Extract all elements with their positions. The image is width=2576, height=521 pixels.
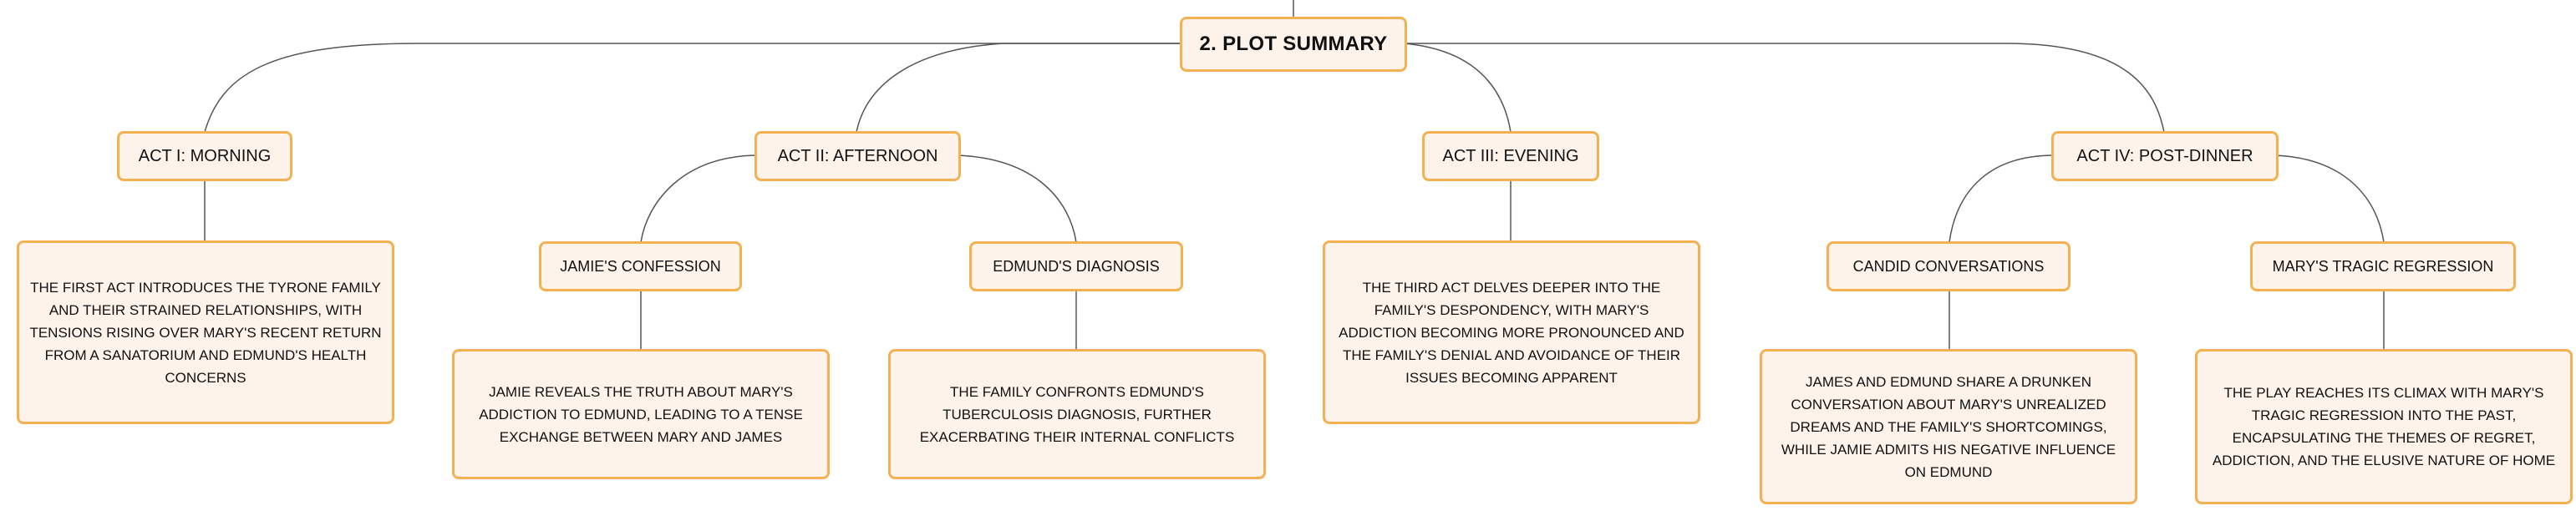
topic-label: EDMUND'S DIAGNOSIS (993, 257, 1160, 275)
connector-root-act1 (204, 43, 1183, 133)
act-node-3[interactable]: ACT III: EVENING (1422, 131, 1599, 181)
connector-act4-mary (2274, 154, 2385, 243)
act-label: ACT I: MORNING (138, 146, 272, 165)
description-text: JAMES AND EDMUND SHARE A DRUNKEN CONVERS… (1781, 373, 2116, 480)
connector-act4-candid (1949, 154, 2055, 243)
connector-root-act4 (1404, 43, 2165, 133)
root-label: 2. PLOT SUMMARY (1199, 33, 1388, 55)
act-label: ACT IV: POST-DINNER (2076, 146, 2253, 165)
root-node[interactable]: 2. PLOT SUMMARY (1180, 17, 1407, 72)
connector-act2-jamie (640, 154, 759, 243)
description-text: THE PLAY REACHES ITS CLIMAX WITH MARY'S … (2212, 385, 2556, 468)
connector-act2-edmund (957, 154, 1077, 243)
act-node-2[interactable]: ACT II: AFTERNOON (755, 131, 961, 181)
act-node-4[interactable]: ACT IV: POST-DINNER (2051, 131, 2279, 181)
topic-node-edmunds-diagnosis[interactable]: EDMUND'S DIAGNOSIS (969, 241, 1183, 291)
topic-node-candid-conversations[interactable]: CANDID CONVERSATIONS (1827, 241, 2070, 291)
act-node-1[interactable]: ACT I: MORNING (117, 131, 292, 181)
description-act3: THE THIRD ACT DELVES DEEPER INTO THE FAM… (1323, 240, 1700, 424)
connector-root-act3 (1403, 43, 1512, 133)
description-edmunds-diagnosis: THE FAMILY CONFRONTS EDMUND'S TUBERCULOS… (888, 349, 1266, 479)
topic-label: MARY'S TRAGIC REGRESSION (2272, 257, 2494, 275)
act-label: ACT II: AFTERNOON (777, 146, 938, 165)
description-act1: THE FIRST ACT INTRODUCES THE TYRONE FAMI… (17, 240, 394, 424)
topic-node-marys-tragic-regression[interactable]: MARY'S TRAGIC REGRESSION (2250, 241, 2516, 291)
description-text: THE FIRST ACT INTRODUCES THE TYRONE FAMI… (29, 279, 382, 386)
topic-label: JAMIE'S CONFESSION (560, 257, 721, 275)
topic-node-jamies-confession[interactable]: JAMIE'S CONFESSION (539, 241, 742, 291)
connector-root-act2 (856, 43, 1183, 133)
description-candid-conversations: JAMES AND EDMUND SHARE A DRUNKEN CONVERS… (1760, 349, 2137, 504)
description-text: THE THIRD ACT DELVES DEEPER INTO THE FAM… (1339, 279, 1684, 386)
act-label: ACT III: EVENING (1442, 146, 1579, 165)
description-text: JAMIE REVEALS THE TRUTH ABOUT MARY'S ADD… (479, 383, 803, 445)
description-text: THE FAMILY CONFRONTS EDMUND'S TUBERCULOS… (919, 383, 1235, 445)
description-jamies-confession: JAMIE REVEALS THE TRUTH ABOUT MARY'S ADD… (452, 349, 830, 479)
description-marys-tragic-regression: THE PLAY REACHES ITS CLIMAX WITH MARY'S … (2195, 349, 2573, 504)
topic-label: CANDID CONVERSATIONS (1852, 257, 2045, 275)
